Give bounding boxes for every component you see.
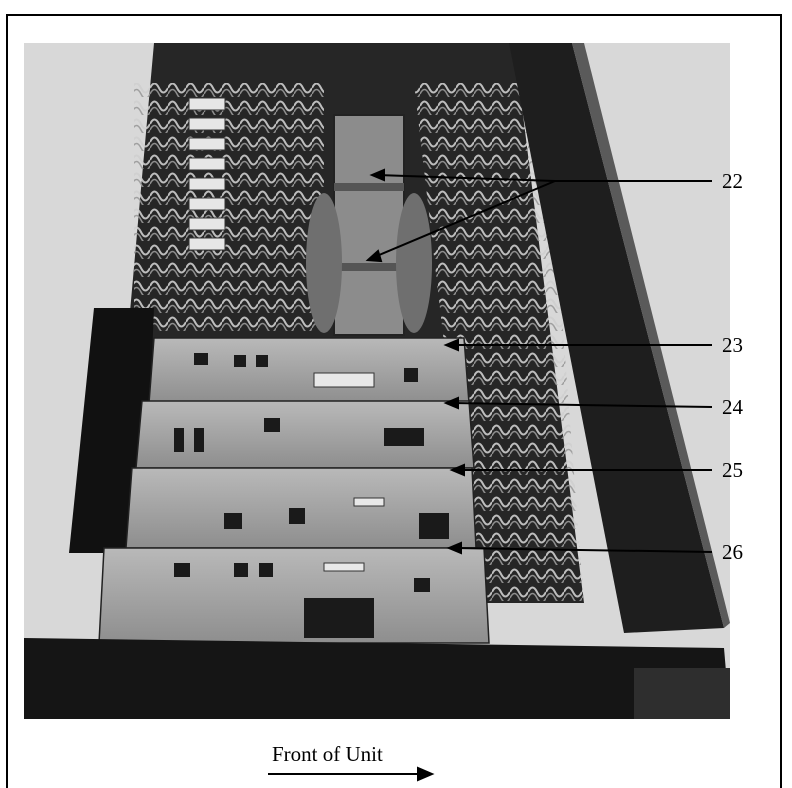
callout-22: 22: [722, 169, 743, 193]
frame-left: [6, 14, 8, 788]
callout-23: 23: [722, 333, 743, 357]
arrowhead-22a: [369, 168, 385, 182]
frame-top: [6, 14, 782, 16]
leader-line-22b: [376, 174, 556, 182]
arrowhead-25: [449, 463, 465, 477]
callout-26: 26: [722, 540, 743, 564]
leader-line-26: [454, 547, 713, 553]
arrowhead-26: [446, 541, 462, 555]
callout-25: 25: [722, 458, 743, 482]
arrowhead-22b: [365, 249, 383, 263]
arrowhead-23: [443, 338, 459, 352]
callout-24: 24: [722, 395, 743, 419]
frame-right: [780, 14, 782, 788]
front-arrowhead: [417, 766, 435, 782]
chassis-photo: [24, 43, 730, 719]
leader-line-24: [451, 402, 713, 408]
arrowhead-24: [443, 396, 459, 410]
front-of-unit-label: Front of Unit: [272, 742, 383, 766]
leader-line-22c: [371, 180, 556, 259]
